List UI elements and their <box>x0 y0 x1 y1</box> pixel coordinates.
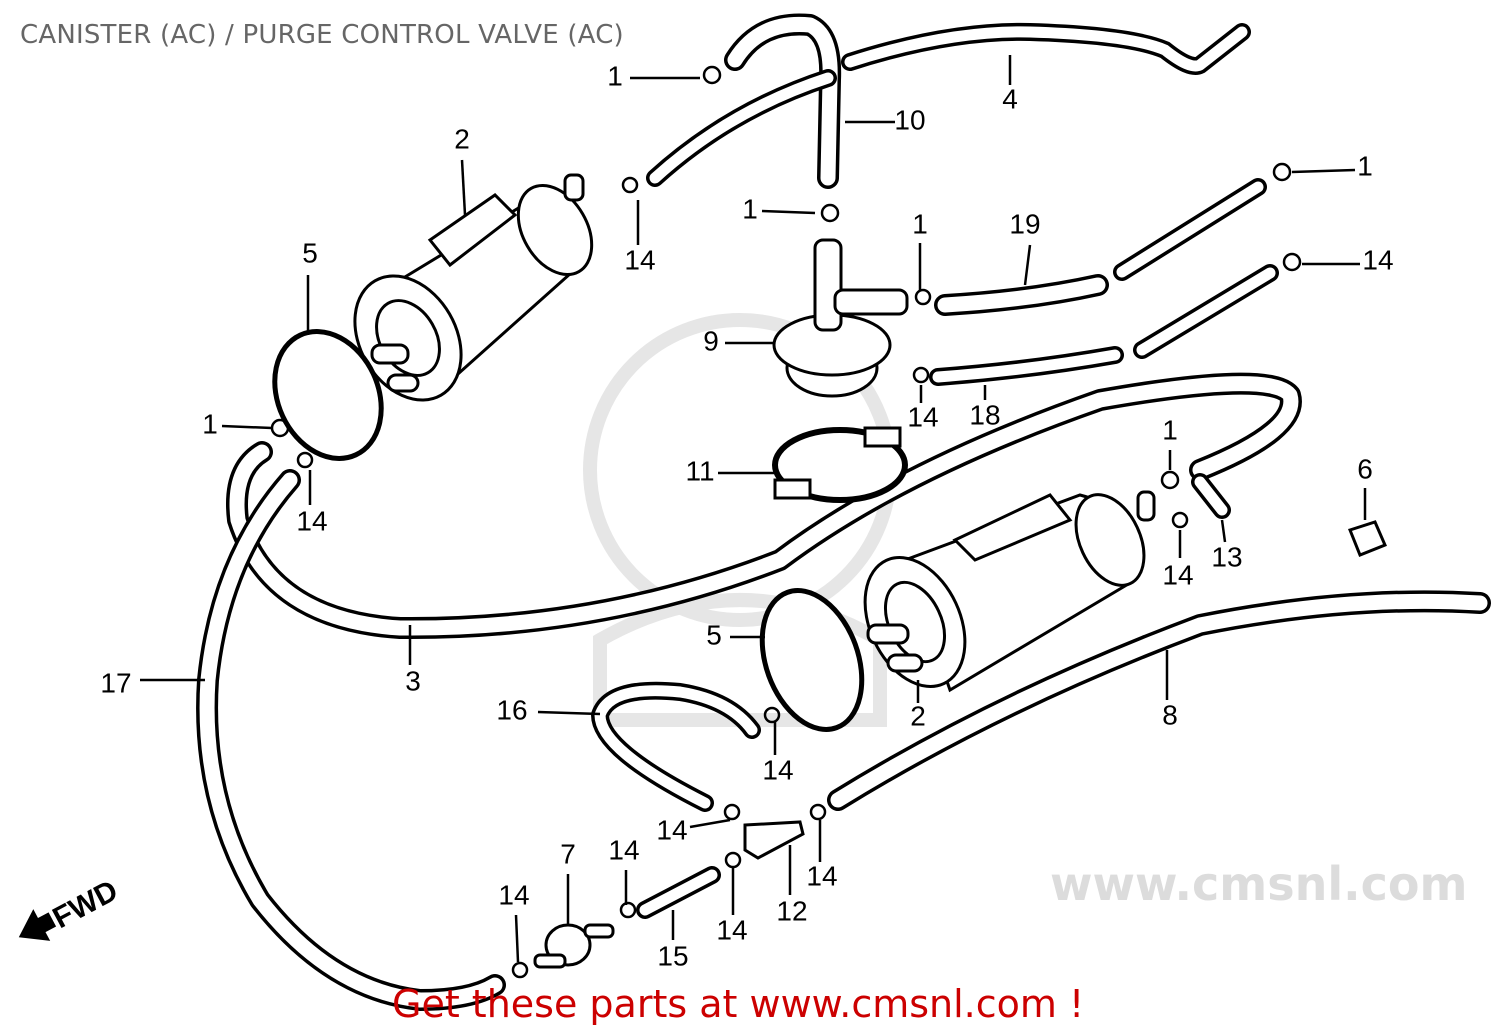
callout: 3 <box>405 665 421 696</box>
hose-upper-short <box>646 69 837 187</box>
callout: 14 <box>806 860 837 891</box>
callout: 10 <box>894 104 925 135</box>
callout: 13 <box>1211 541 1242 572</box>
hose-16 <box>590 681 761 812</box>
callout: 14 <box>762 754 793 785</box>
hose-3 <box>226 372 1302 640</box>
callout: 18 <box>969 399 1000 430</box>
hose-clamps <box>270 65 1302 979</box>
callout: 14 <box>716 914 747 945</box>
callout: 17 <box>100 667 131 698</box>
callout: 12 <box>776 895 807 926</box>
callout: 14 <box>1362 244 1393 275</box>
diagram-title: CANISTER (AC) / PURGE CONTROL VALVE (AC) <box>20 20 624 50</box>
joint-12 <box>743 820 805 860</box>
callout: 11 <box>685 455 714 486</box>
callout: 8 <box>1162 699 1178 730</box>
hose-10 <box>724 13 842 189</box>
canister-lower <box>863 490 1156 693</box>
callout: 14 <box>498 879 529 910</box>
hose-13 <box>1191 473 1231 519</box>
callout: 14 <box>624 244 655 275</box>
callout: 1 <box>1357 150 1373 181</box>
callout: 14 <box>1162 559 1193 590</box>
callout: 7 <box>560 838 576 869</box>
callout: 1 <box>607 60 623 91</box>
purge-control-valve <box>772 238 909 398</box>
forward-direction-marker: FWD <box>18 874 124 941</box>
get-parts-link[interactable]: Get these parts at www.cmsnl.com ! <box>392 982 1085 1026</box>
clip-6 <box>1348 520 1387 557</box>
seal-ring-upper <box>272 329 384 461</box>
callout: 1 <box>912 208 928 239</box>
seal-ring-lower <box>759 588 865 732</box>
callout: 5 <box>302 237 318 268</box>
callout: 5 <box>706 619 722 650</box>
callout: 14 <box>907 401 938 432</box>
callout: 2 <box>910 700 926 731</box>
callout: 14 <box>608 834 639 865</box>
callout: 9 <box>703 325 719 356</box>
hose-18 <box>929 264 1279 386</box>
arrow-left-icon <box>18 909 57 941</box>
callout: 16 <box>496 694 527 725</box>
callout: 1 <box>1162 414 1178 445</box>
hose-4 <box>841 22 1251 75</box>
callout: 4 <box>1002 83 1018 114</box>
callout: 14 <box>296 505 327 536</box>
callout: 1 <box>202 408 218 439</box>
callout: 6 <box>1357 453 1373 484</box>
callout-labels: 1 10 4 2 14 1 1 19 1 14 5 9 14 18 1 14 1… <box>100 60 1393 971</box>
watermark-text: www.cmsnl.com <box>1050 857 1467 911</box>
svg-text:FWD: FWD <box>48 874 124 935</box>
canister-upper <box>353 173 594 402</box>
leader-lines <box>140 55 1367 963</box>
callout: 14 <box>656 814 687 845</box>
callout: 2 <box>454 123 470 154</box>
check-valve-7 <box>533 923 615 969</box>
callout: 1 <box>742 193 758 224</box>
hose-17 <box>196 469 506 1011</box>
hose-15 <box>636 866 721 919</box>
canister-bracket <box>772 426 908 503</box>
callout: 19 <box>1009 208 1040 239</box>
callout: 15 <box>657 940 688 971</box>
hose-19 <box>934 178 1267 316</box>
hose-8 <box>827 590 1491 811</box>
